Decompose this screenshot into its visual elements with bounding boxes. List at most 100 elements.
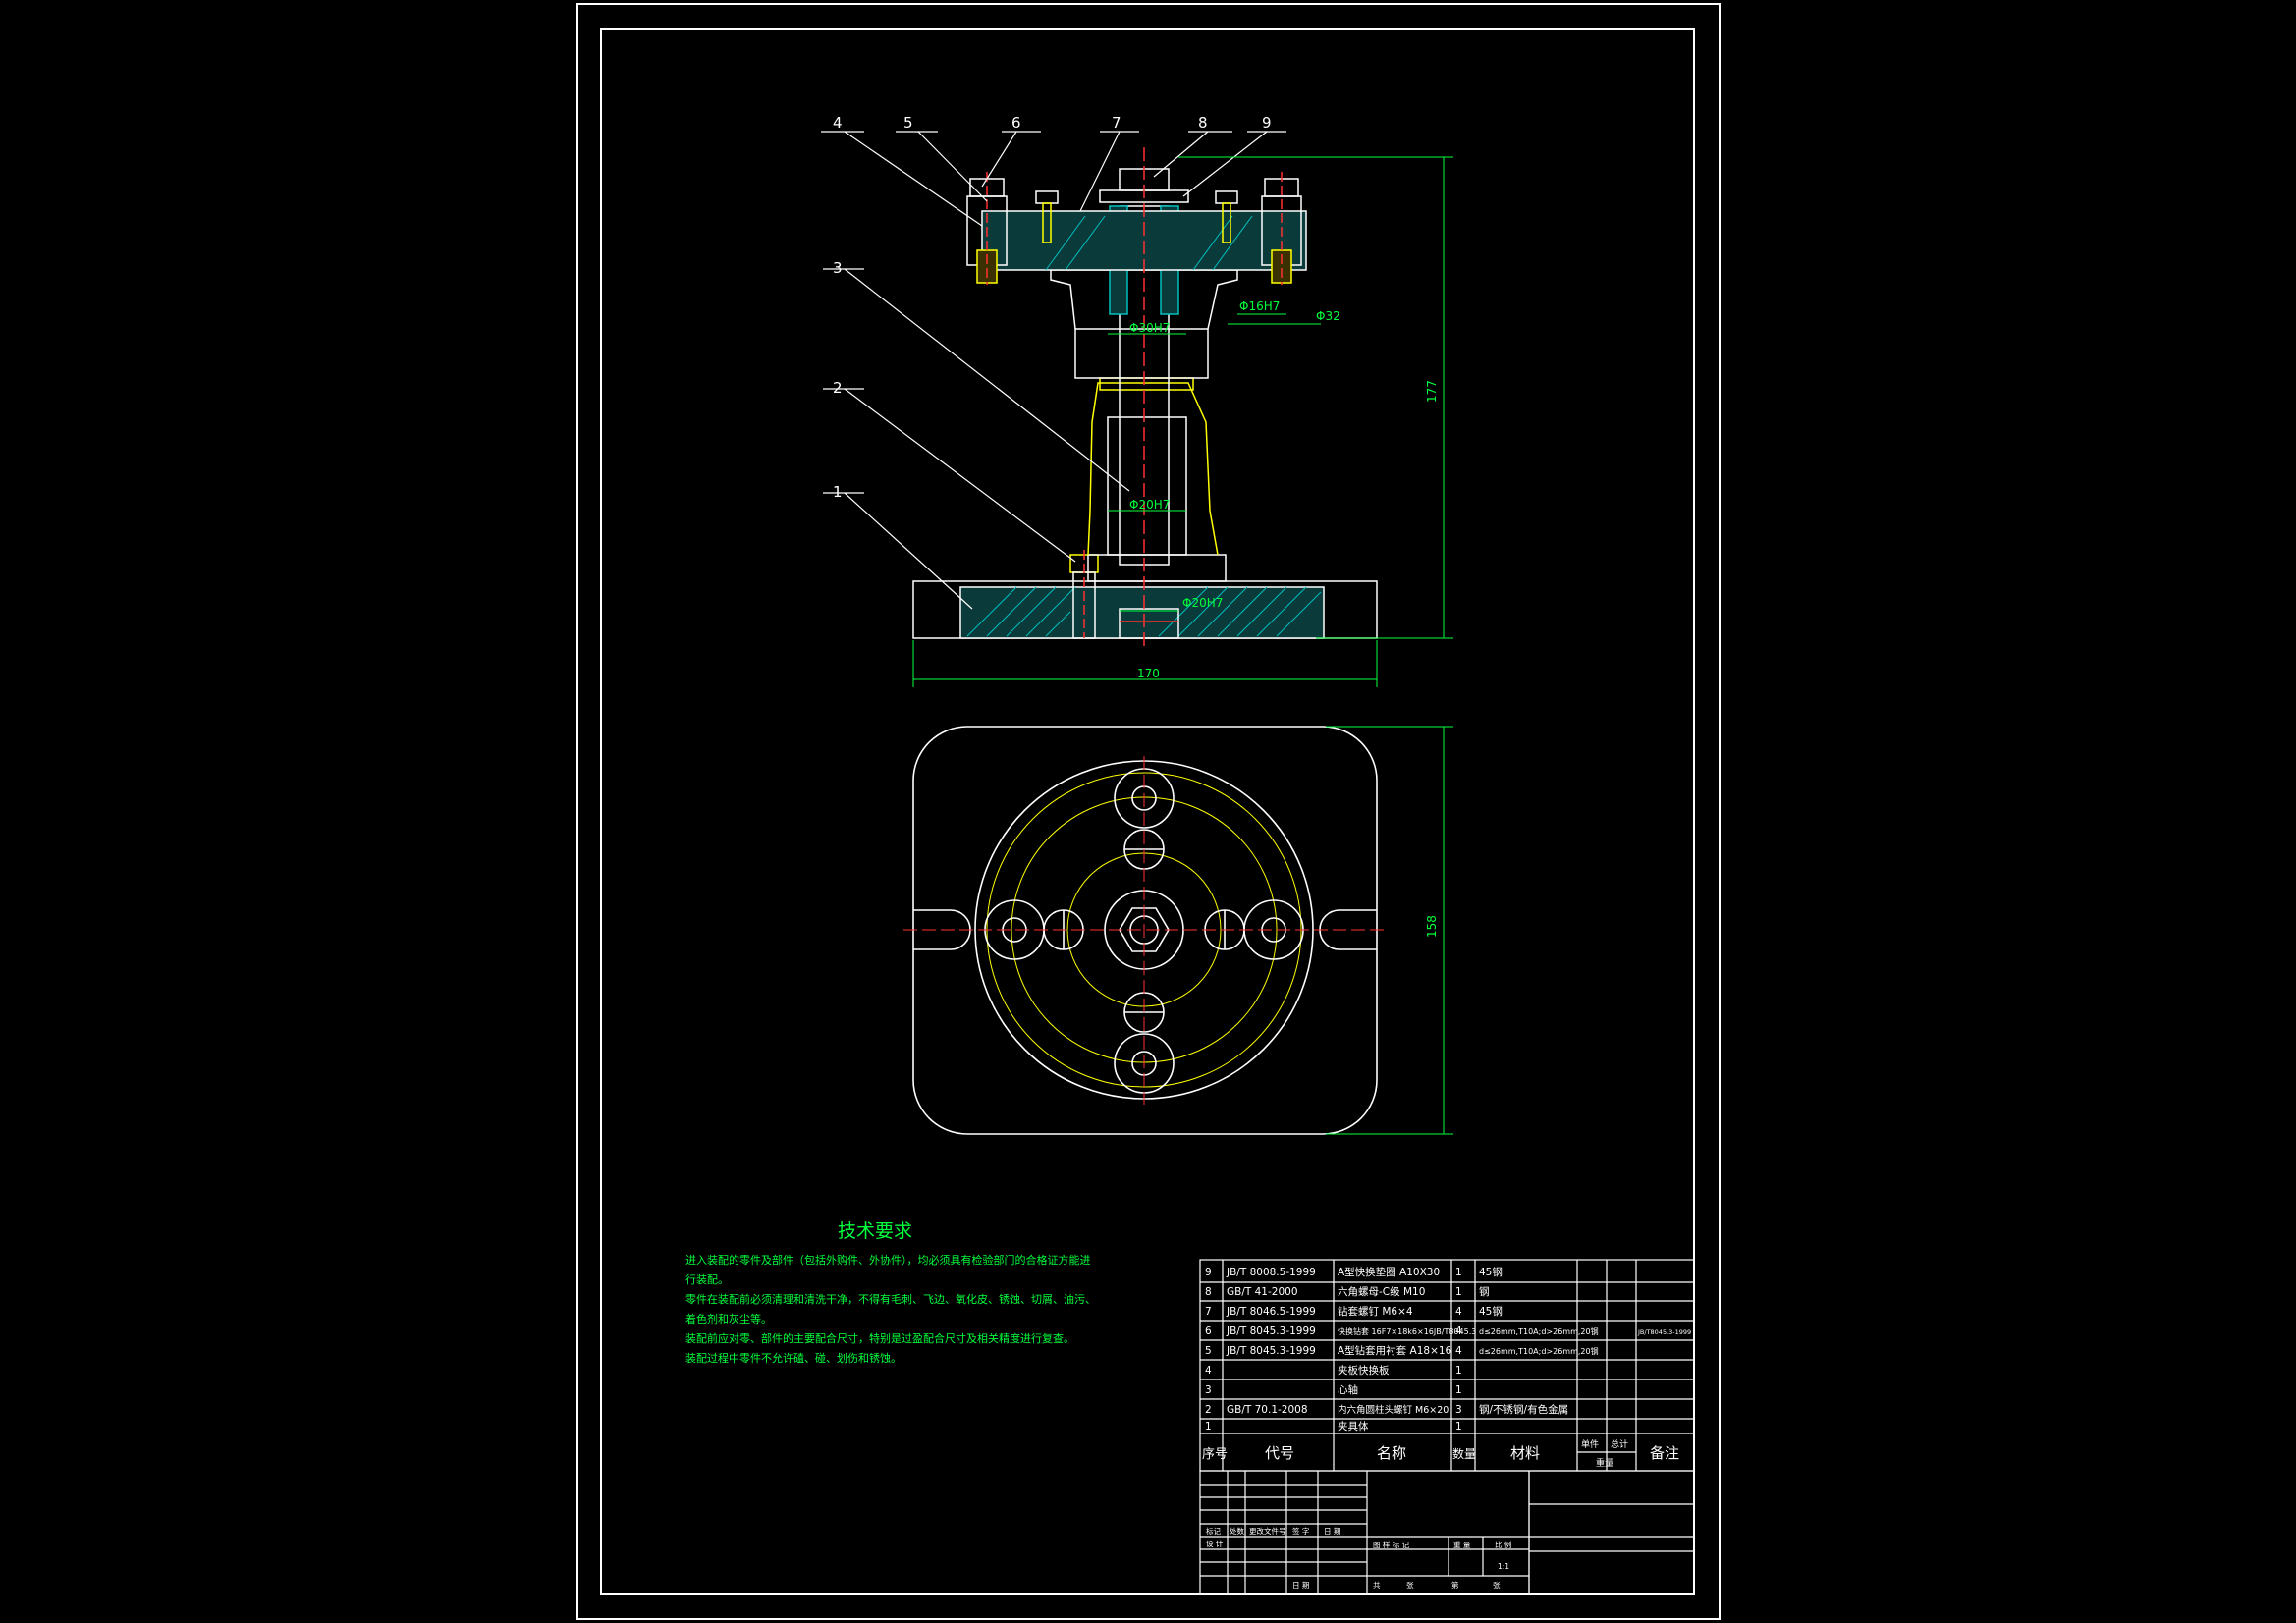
part-qty: 3 [1455,1404,1462,1416]
sheet-label: 张 [1493,1581,1501,1590]
part-name: 内六角圆柱头螺钉 M6×20 [1338,1404,1449,1416]
parts-row: 8 GB/T 41-2000 六角螺母-C级 M10 1 钢 [1205,1285,1490,1298]
part-note: JB/T8045.3-1999 [1637,1328,1691,1336]
header-material: 材料 [1510,1444,1540,1462]
part-code: GB/T 41-2000 [1227,1286,1298,1298]
part-qty: 1 [1455,1384,1462,1396]
rev-label: 更改文件号 [1249,1526,1286,1536]
part-code: JB/T 8046.5-1999 [1226,1306,1316,1318]
parts-row: 3 心轴 1 [1205,1383,1462,1396]
scale-value: 1:1 [1498,1562,1509,1571]
weight-label: 重 量 [1453,1541,1471,1549]
rev-label: 日 期 [1324,1527,1340,1536]
callout-6: 6 [1011,114,1021,132]
part-name: 钻套螺钉 M6×4 [1338,1305,1413,1318]
part-no: 4 [1205,1365,1212,1377]
header-no: 序号 [1202,1447,1228,1462]
inner-frame [600,28,1695,1595]
dim-height: 177 [1425,380,1439,403]
part-code: JB/T 8045.3-1999 [1226,1325,1316,1337]
dim-bore-base: Φ20H7 [1182,596,1223,610]
part-no: 3 [1205,1384,1212,1396]
front-section-view [912,147,1378,648]
tech-req-line: 零件在装配前必须清理和清洗干净，不得有毛刺、飞边、氧化皮、锈蚀、切屑、油污、 [685,1292,1096,1306]
plan-view [903,726,1387,1135]
part-name: 快换钻套 16F7×18k6×16JB/T8045.3 [1338,1326,1476,1336]
callout-8: 8 [1198,114,1208,132]
part-material: d≤26mm,T10A;d>26mm,20钢 [1479,1346,1599,1356]
part-no: 8 [1205,1286,1212,1298]
header-name: 名称 [1377,1444,1406,1462]
part-qty: 1 [1455,1286,1462,1298]
header-total: 总计 [1611,1438,1628,1450]
callout-leaders [821,131,1286,610]
sheet-label: 张 [1406,1581,1414,1590]
part-no: 5 [1205,1345,1212,1357]
part-qty: 1 [1455,1267,1462,1278]
part-code: GB/T 70.1-2008 [1227,1404,1308,1416]
part-no: 1 [1205,1421,1212,1433]
date-label: 日 期 [1292,1581,1309,1590]
part-qty: 4 [1455,1325,1462,1337]
part-no: 6 [1205,1325,1212,1337]
tech-req-line: 装配前应对零、部件的主要配合尺寸，特别是过盈配合尺寸及相关精度进行复查。 [685,1331,1074,1345]
callout-1: 1 [833,483,843,501]
part-qty: 4 [1455,1345,1462,1357]
parts-row: 1 夹具体 1 [1205,1420,1462,1433]
parts-row: 5 JB/T 8045.3-1999 A型钻套用衬套 A18×16 4 d≤26… [1205,1344,1599,1357]
tech-req-line: 装配过程中零件不允许磕、碰、划伤和锈蚀。 [685,1351,902,1365]
callout-2: 2 [833,379,843,397]
part-name: 夹板快换板 [1338,1364,1390,1377]
rev-label: 标记 [1206,1526,1222,1536]
sheet-label: 共 [1373,1581,1381,1590]
front-dimensions [912,156,1453,687]
part-name: A型钻套用衬套 A18×16 [1338,1344,1452,1357]
callout-5: 5 [903,114,913,132]
tech-req-line: 行装配。 [685,1273,729,1286]
rev-label: 签 字 [1292,1526,1309,1536]
part-material: 钢/不锈钢/有色金属 [1479,1403,1568,1416]
parts-row: 7 JB/T 8046.5-1999 钻套螺钉 M6×4 4 45钢 [1205,1305,1503,1318]
part-qty: 1 [1455,1421,1462,1433]
outer-frame [576,3,1721,1620]
dim-bush-bore: Φ16H7 [1239,299,1280,313]
tech-requirements: 技术要求 进入装配的零件及部件（包括外购件、外协件），均必须具有检验部门的合格证… [685,1220,1096,1365]
part-code: JB/T 8008.5-1999 [1226,1267,1316,1278]
callout-9: 9 [1262,114,1272,132]
parts-row: 9 JB/T 8008.5-1999 A型快换垫圈 A10X30 1 45钢 [1205,1266,1503,1278]
part-name: 心轴 [1338,1383,1358,1396]
callout-3: 3 [833,259,843,277]
part-qty: 1 [1455,1365,1462,1377]
tech-req-line: 进入装配的零件及部件（包括外购件、外协件），均必须具有检验部门的合格证方能进 [685,1253,1091,1267]
plan-dimensions [1326,726,1453,1135]
part-name: A型快换垫圈 A10X30 [1338,1266,1440,1278]
parts-row: 2 GB/T 70.1-2008 内六角圆柱头螺钉 M6×20 3 钢/不锈钢/… [1205,1403,1568,1416]
dim-plan-depth: 158 [1425,915,1439,938]
part-name: 六角螺母-C级 M10 [1338,1286,1425,1298]
parts-list-grid [1199,1259,1695,1595]
part-material: 45钢 [1479,1266,1503,1278]
header-qty: 数量 [1452,1446,1476,1461]
part-no: 9 [1205,1267,1212,1278]
design-label: 设 计 [1206,1539,1224,1548]
dim-bore-top: Φ30H7 [1129,321,1170,335]
header-unit: 单件 [1581,1438,1599,1450]
part-code: JB/T 8045.3-1999 [1226,1345,1316,1357]
part-name: 夹具体 [1338,1420,1369,1433]
part-no: 7 [1205,1306,1212,1318]
part-material: 钢 [1479,1285,1490,1298]
header-weight: 重量 [1596,1457,1613,1469]
rev-label: 处数 [1230,1526,1245,1536]
callout-4: 4 [833,114,843,132]
part-material: d≤26mm,T10A;d>26mm,20钢 [1479,1326,1599,1336]
parts-row: 6 JB/T 8045.3-1999 快换钻套 16F7×18k6×16JB/T… [1205,1325,1691,1337]
part-no: 2 [1205,1404,1212,1416]
parts-list-header: 序号 代号 名称 数量 材料 单件 总计 重量 备注 [1202,1438,1679,1469]
tech-req-line: 着色剂和灰尘等。 [685,1312,772,1325]
dim-bush-od: Φ32 [1316,309,1340,323]
part-qty: 4 [1455,1306,1462,1318]
part-material: 45钢 [1479,1305,1503,1318]
callout-7: 7 [1112,114,1121,132]
parts-row: 4 夹板快换板 1 [1205,1364,1462,1377]
